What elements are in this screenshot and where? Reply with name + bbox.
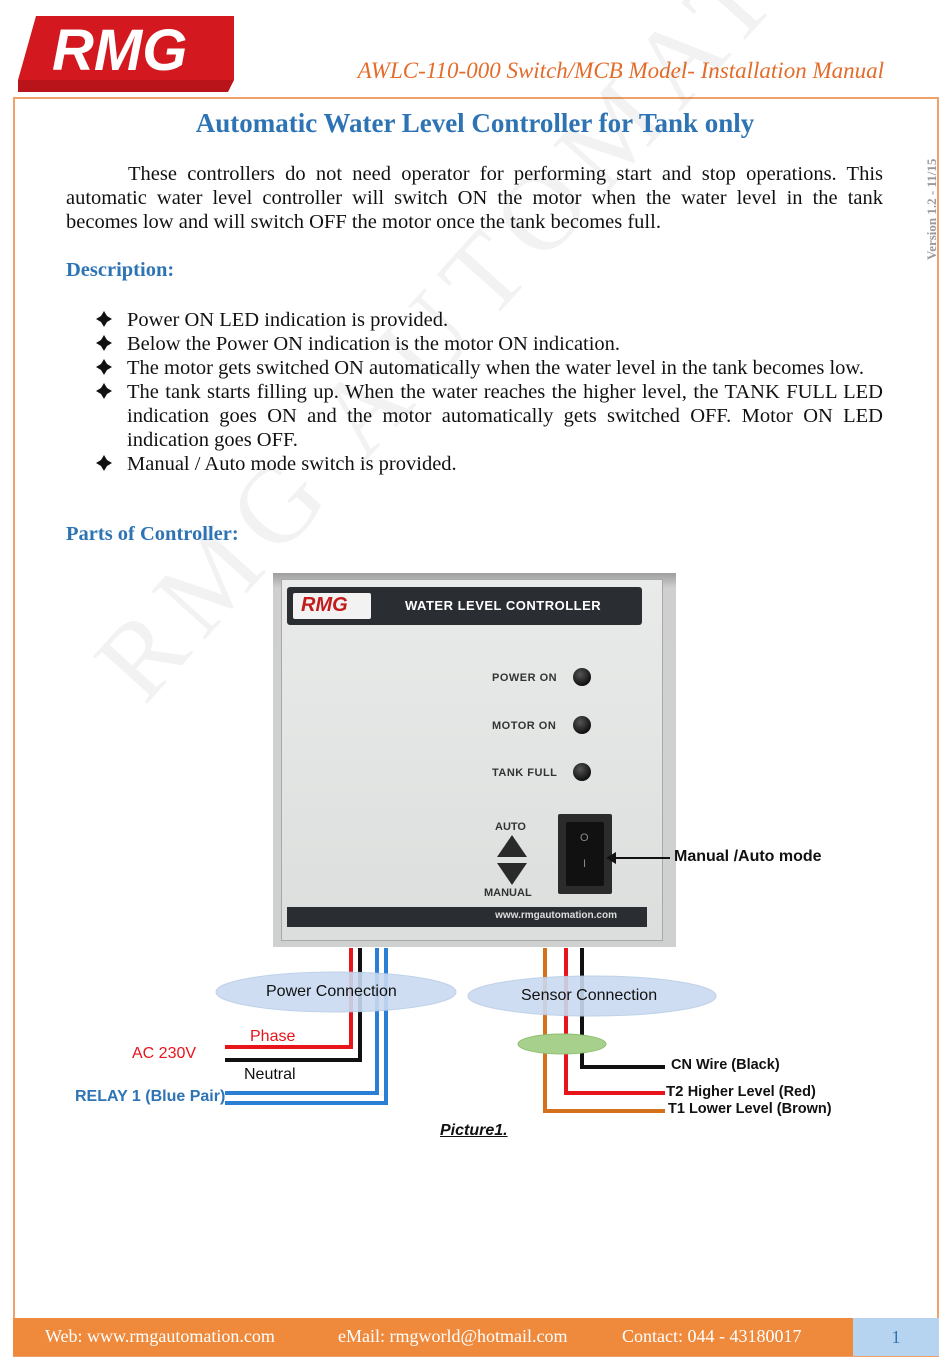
led-label-tank: TANK FULL	[492, 767, 558, 779]
led-power-icon	[573, 668, 591, 686]
diamond-bullet-icon	[96, 311, 112, 327]
mode-manual-label: MANUAL	[484, 887, 532, 899]
version-label: Version 1.2 - 11/15	[924, 158, 939, 260]
cn-wire-label: CN Wire (Black)	[671, 1057, 780, 1073]
company-logo: RMG	[18, 16, 234, 92]
parts-heading: Parts of Controller:	[66, 523, 239, 545]
diamond-bullet-icon	[96, 455, 112, 471]
intro-paragraph: These controllers do not need operator f…	[66, 163, 883, 233]
list-item-text: Power ON LED indication is provided.	[127, 309, 449, 331]
t2-label: T2 Higher Level (Red)	[666, 1083, 816, 1100]
list-item: Manual / Auto mode switch is provided.	[66, 452, 883, 476]
footer-web: Web: www.rmgautomation.com	[45, 1326, 275, 1346]
mode-auto-label: AUTO	[495, 821, 526, 833]
neutral-label: Neutral	[244, 1066, 296, 1083]
ac-voltage-label: AC 230V	[132, 1045, 197, 1062]
list-item-text: Below the Power ON indication is the mot…	[127, 333, 621, 355]
device-logo: RMG	[293, 593, 371, 619]
list-item: Power ON LED indication is provided.	[66, 308, 883, 332]
wiring-diagram	[215, 852, 717, 1113]
t1-text: Lower Level (Brown)	[688, 1101, 832, 1117]
led-motor-icon	[573, 716, 591, 734]
description-list: Power ON LED indication is provided. Bel…	[66, 308, 883, 476]
power-connection-label: Power Connection	[266, 983, 397, 1000]
description-heading: Description:	[66, 259, 175, 281]
led-label-motor: MOTOR ON	[492, 720, 557, 732]
t2-code: T2	[666, 1083, 684, 1100]
t1-code: T1	[668, 1101, 685, 1117]
led-label-power: POWER ON	[492, 672, 558, 684]
svg-text:RMG: RMG	[52, 18, 187, 83]
list-item-text: The motor gets switched ON automatically…	[127, 357, 865, 379]
panel-title: WATER LEVEL CONTROLLER	[405, 598, 602, 613]
document-header-title: AWLC-110-000 Switch/MCB Model- Installat…	[357, 58, 884, 83]
list-item-text: The tank starts filling up. When the wat…	[127, 381, 883, 451]
phase-label: Phase	[250, 1028, 296, 1045]
figure-caption: Picture1.	[440, 1122, 508, 1139]
led-tank-icon	[573, 763, 591, 781]
diamond-bullet-icon	[96, 383, 112, 399]
page-border	[13, 97, 939, 1357]
relay-label: RELAY 1 (Blue Pair)	[75, 1088, 226, 1105]
page-title: Automatic Water Level Controller for Tan…	[195, 108, 755, 138]
list-item: The tank starts filling up. When the wat…	[66, 380, 883, 452]
t1-label: T1 Lower Level (Brown)	[668, 1101, 832, 1117]
up-down-arrow-icon	[497, 835, 527, 885]
website-strip: www.rmgautomation.com	[287, 907, 647, 927]
footer-contact: Contact: 044 - 43180017	[622, 1326, 802, 1346]
page-number: 1	[853, 1318, 939, 1356]
mode-rocker-switch: O I	[558, 814, 612, 894]
footer-bar: Web: www.rmgautomation.com eMail: rmgwor…	[13, 1318, 939, 1356]
list-item: The motor gets switched ON automatically…	[66, 356, 883, 380]
diamond-bullet-icon	[96, 335, 112, 351]
manual-auto-label: Manual /Auto mode	[674, 848, 822, 865]
list-item-text: Manual / Auto mode switch is provided.	[127, 453, 457, 475]
diamond-bullet-icon	[96, 359, 112, 375]
panel-title-strip: RMG WATER LEVEL CONTROLLER	[287, 587, 642, 625]
t2-text: Higher Level (Red)	[687, 1084, 816, 1100]
footer-email: eMail: rmgworld@hotmail.com	[338, 1326, 568, 1346]
list-item: Below the Power ON indication is the mot…	[66, 332, 883, 356]
sensor-connection-label: Sensor Connection	[521, 987, 658, 1004]
controller-photo: RMG WATER LEVEL CONTROLLER POWER ON MOTO…	[273, 573, 676, 947]
